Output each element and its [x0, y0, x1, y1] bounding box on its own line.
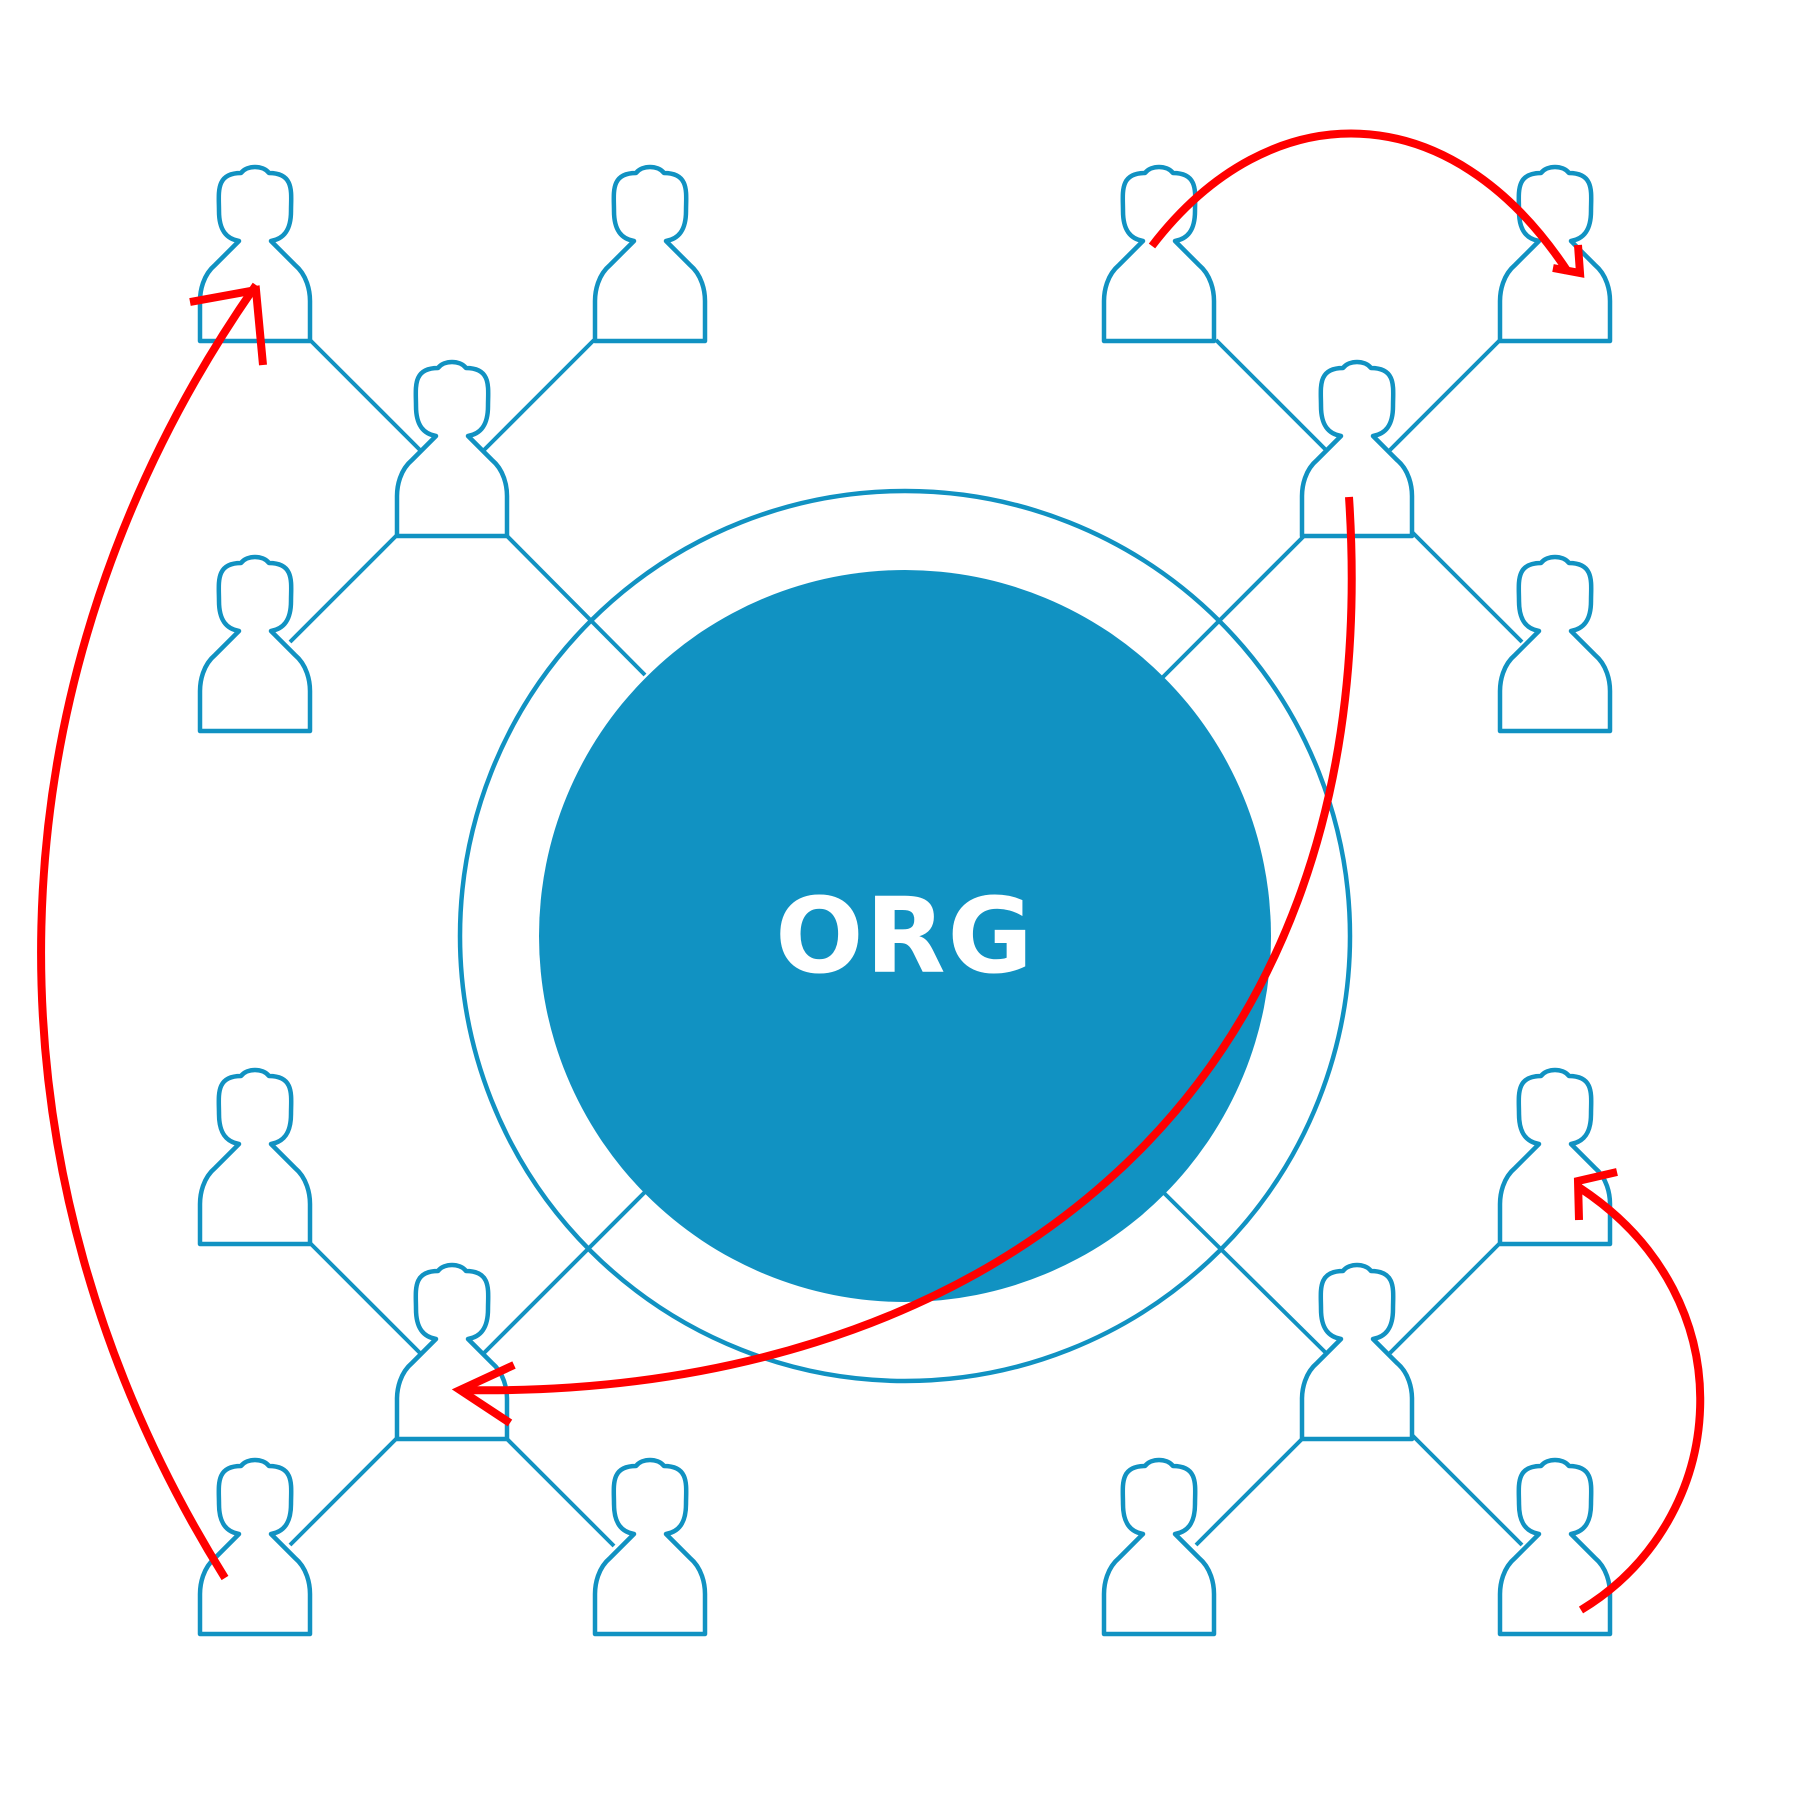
person-icon: [200, 1070, 310, 1244]
arrow-icon: [1148, 129, 1585, 278]
person-icon: [1500, 1070, 1610, 1244]
person-icon: [397, 362, 507, 536]
person-icon: [595, 1460, 705, 1634]
arrows: [37, 129, 1705, 1614]
arrow-icon: [1573, 1168, 1705, 1614]
person-icon: [1104, 1460, 1214, 1634]
arrow-icon: [37, 282, 267, 1581]
person-icon: [1500, 1460, 1610, 1634]
person-icon: [595, 167, 705, 341]
org-outer-ring: [457, 488, 1353, 1384]
person-icon: [1500, 557, 1610, 731]
person-icon: [1302, 1265, 1412, 1439]
person-icon: [1302, 362, 1412, 536]
person-icon: [200, 1460, 310, 1634]
person-icon: [200, 557, 310, 731]
arrow-icon: [451, 496, 1356, 1427]
org-label: ORG: [775, 875, 1035, 997]
org-circle: [539, 570, 1271, 1302]
connector-lines: [288, 338, 1524, 1548]
